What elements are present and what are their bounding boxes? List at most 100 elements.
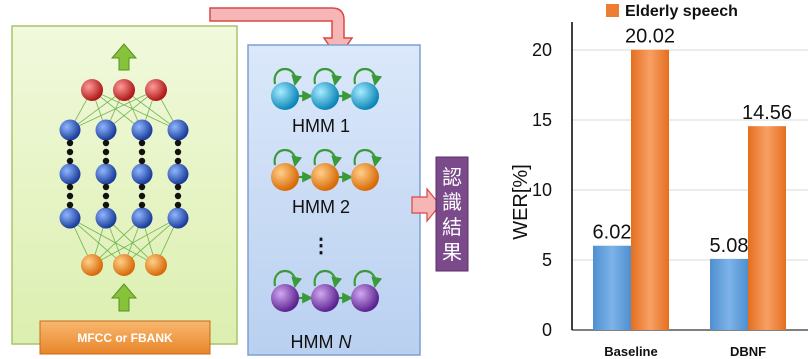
dnn-edge	[123, 217, 179, 266]
hidden-ellipsis-dot	[66, 139, 74, 147]
y-tick-label: 20	[532, 40, 552, 60]
bar-value-label: 20.02	[625, 26, 675, 48]
category-label: Baseline	[604, 344, 657, 359]
dnn-edge	[69, 89, 157, 131]
dnn-edge	[91, 217, 143, 266]
self-loop-arrow-icon	[353, 68, 383, 87]
hidden-ellipsis-dot	[174, 201, 182, 209]
hmm-rows	[271, 68, 383, 312]
hidden-node	[95, 207, 117, 229]
hmm-state	[311, 82, 339, 110]
hidden-ellipsis-dot	[138, 157, 146, 165]
hmm-state	[351, 284, 379, 312]
bar	[710, 258, 748, 330]
y-tick-label: 0	[542, 320, 552, 340]
y-tick-label: 5	[542, 250, 552, 270]
self-loop-arrow-icon	[273, 149, 303, 168]
bar-value-label: 14.56	[742, 102, 792, 124]
hidden-ellipsis-dot	[102, 139, 110, 147]
dnn-nodes	[59, 79, 189, 276]
dnn-panel: MFCC or FBANK	[11, 25, 238, 355]
output-up-arrow-icon	[110, 43, 138, 71]
self-loop-arrow-icon	[353, 270, 383, 289]
bar-value-label: 5.08	[710, 235, 749, 257]
self-loop-arrow-icon	[313, 149, 343, 168]
y-tick-label: 10	[532, 180, 552, 200]
legend-label-elderly: Elderly speech	[625, 3, 738, 20]
hidden-ellipsis-dot	[174, 139, 182, 147]
hidden-ellipsis-dot	[66, 183, 74, 191]
hmm-n-label: HMM N	[291, 332, 353, 352]
hmm-1-label: HMM 1	[292, 116, 350, 136]
result-char: 認	[442, 165, 462, 189]
result-char: 識	[442, 190, 462, 214]
hidden-ellipsis-dot	[102, 192, 110, 200]
self-loop-arrow-icon	[353, 149, 383, 168]
hidden-node	[131, 207, 153, 229]
dnn-edge	[69, 217, 157, 266]
category-labels: Baseline DBNF	[604, 344, 766, 359]
dnn-edge	[69, 89, 125, 131]
dnn-edge	[91, 217, 179, 266]
category-label: DBNF	[730, 344, 766, 359]
self-loop-arrow-icon	[313, 68, 343, 87]
hidden-node	[95, 119, 117, 141]
input-node	[81, 254, 103, 276]
hidden-ellipsis-dot	[66, 201, 74, 209]
hmm-state	[311, 163, 339, 191]
self-loop-arrow-icon	[273, 270, 303, 289]
hidden-ellipsis-dot	[66, 157, 74, 165]
hidden-node	[59, 119, 81, 141]
mfcc-input-label: MFCC or FBANK	[77, 331, 173, 345]
result-char: 結	[442, 215, 462, 239]
dnn-edge	[123, 89, 179, 131]
output-node	[145, 79, 167, 101]
result-char: 果	[442, 240, 462, 264]
hidden-ellipsis-dot	[174, 192, 182, 200]
hidden-node	[167, 207, 189, 229]
hidden-ellipsis-dot	[66, 192, 74, 200]
hidden-ellipsis-dot	[138, 148, 146, 156]
hidden-ellipsis-dot	[102, 183, 110, 191]
y-tick-labels: 0 5 10 15 20	[532, 40, 552, 340]
hidden-ellipsis-dot	[66, 148, 74, 156]
bar-chart: 0 5 10 15 20 6.02 20.02 5.08 14.56 Baseline DBNF…	[510, 3, 808, 359]
input-node	[145, 254, 167, 276]
hmm-n-label-prefix: HMM	[291, 332, 339, 352]
y-axis-label: WER[%]	[510, 164, 532, 240]
mfcc-input-box	[39, 320, 211, 355]
hmm-state	[351, 82, 379, 110]
output-node	[113, 79, 135, 101]
bar	[631, 49, 669, 330]
dnn-to-hmm-arrow-icon	[209, 7, 354, 60]
output-node	[81, 79, 103, 101]
hidden-ellipsis-dot	[174, 183, 182, 191]
hmm-state	[271, 163, 299, 191]
bars: 6.02 20.02 5.08 14.56	[593, 26, 792, 330]
hidden-node	[131, 119, 153, 141]
hidden-ellipsis-dot	[102, 201, 110, 209]
input-up-arrow-icon	[110, 283, 138, 312]
legend: Elderly speech	[606, 3, 738, 20]
dnn-edge	[69, 217, 125, 266]
hidden-node	[131, 163, 153, 185]
hmm-panel: HMM 1 HMM 2 ⋮ HMM N	[247, 44, 421, 356]
hidden-ellipsis-dot	[102, 148, 110, 156]
hidden-ellipsis-dot	[138, 139, 146, 147]
y-tick-label: 15	[532, 110, 552, 130]
hidden-node	[167, 119, 189, 141]
hidden-ellipsis-dot	[138, 183, 146, 191]
hmm-2-label: HMM 2	[292, 197, 350, 217]
hidden-ellipsis-dot	[174, 157, 182, 165]
hmm-state	[271, 284, 299, 312]
bar-value-label: 6.02	[593, 222, 632, 244]
dnn-edge	[91, 89, 179, 131]
input-node	[113, 254, 135, 276]
hidden-node	[167, 163, 189, 185]
hmm-n-label-italic: N	[339, 332, 353, 352]
legend-swatch-orange	[606, 4, 619, 17]
hmm-state	[311, 284, 339, 312]
